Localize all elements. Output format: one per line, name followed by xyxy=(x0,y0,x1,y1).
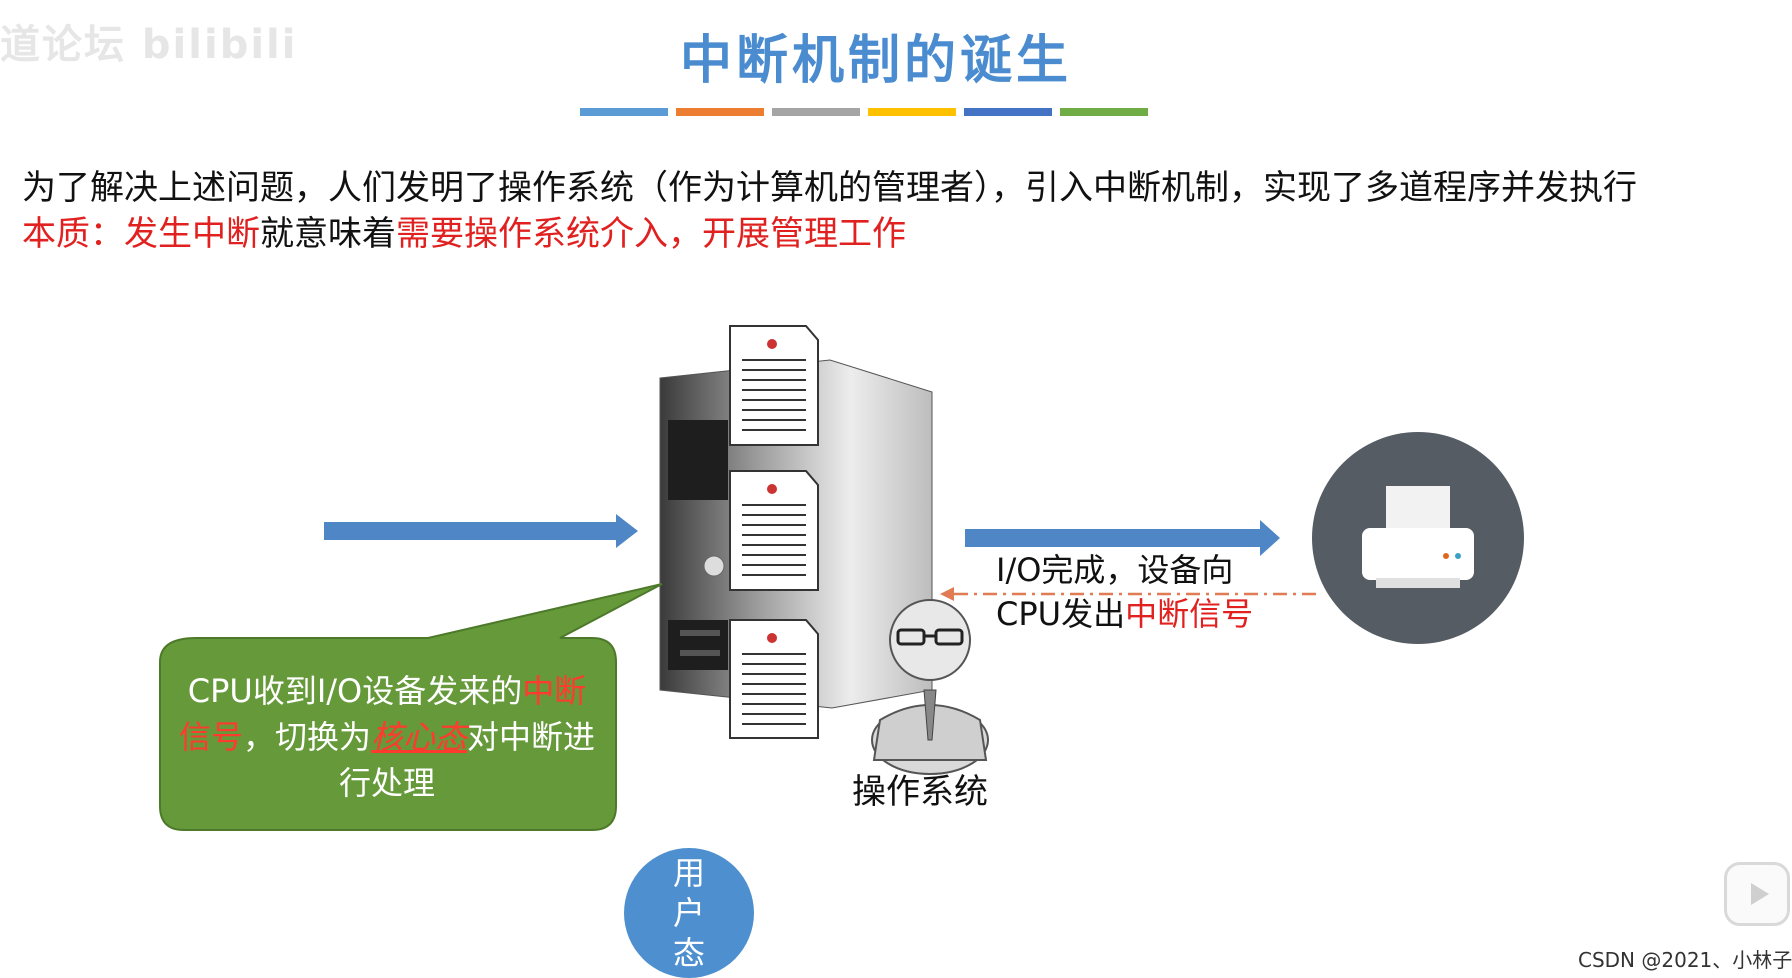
io-note-cpu: CPU发出 xyxy=(996,595,1126,633)
arrow-right-icon xyxy=(965,520,1280,556)
io-completion-note: I/O完成，设备向 CPU发出中断信号 xyxy=(996,548,1253,636)
user-mode-label: 用户态 xyxy=(672,854,705,972)
csdn-watermark: CSDN @2021、小林子 xyxy=(1578,948,1792,972)
body-line-2: 本质：发生中断就意味着需要操作系统介入，开展管理工作 xyxy=(22,206,906,255)
interrupt-signal-arrow xyxy=(940,587,1316,601)
arrow-right-icon xyxy=(324,514,638,548)
play-icon xyxy=(1751,883,1769,905)
slide-title: 中断机制的诞生 xyxy=(679,31,1072,91)
deco-bar xyxy=(580,108,668,116)
deco-bar xyxy=(1060,108,1148,116)
watermark: 道论坛 bilibili xyxy=(0,22,298,68)
callout-interrupt-signal: 中断信号 xyxy=(178,672,587,756)
io-note-line2: CPU发出中断信号 xyxy=(996,592,1253,636)
os-intervention-text: 需要操作系统介入，开展管理工作 xyxy=(396,214,906,254)
callout-bubble xyxy=(159,583,663,831)
callout-part5: 对中断进行处理 xyxy=(338,718,596,802)
callout-text: CPU收到I/O设备发来的中断信号，切换为核心态对中断进行处理 xyxy=(172,668,602,806)
essence-text: 本质：发生中断 xyxy=(22,214,260,254)
person-icon xyxy=(871,599,989,775)
deco-bar xyxy=(964,108,1052,116)
play-button[interactable] xyxy=(1724,862,1790,926)
deco-bar xyxy=(772,108,860,116)
io-note-line1: I/O完成，设备向 xyxy=(996,551,1234,589)
io-note-interrupt-signal: 中断信号 xyxy=(1125,595,1254,633)
callout-part3: ，切换为 xyxy=(242,718,371,756)
document-icon xyxy=(729,619,819,739)
callout-part1: CPU收到I/O设备发来的 xyxy=(187,672,523,710)
body-line-1: 为了解决上述问题，人们发明了操作系统（作为计算机的管理者），引入中断机制，实现了… xyxy=(22,168,1637,208)
means-text: 就意味着 xyxy=(260,214,396,254)
printer-icon xyxy=(1312,432,1524,644)
document-icon xyxy=(729,470,819,591)
document-icon xyxy=(729,325,819,446)
user-mode-circle: 用户态 xyxy=(624,848,754,978)
decorative-bars xyxy=(580,108,1148,116)
os-label: 操作系统 xyxy=(852,772,988,812)
deco-bar xyxy=(676,108,764,116)
deco-bar xyxy=(868,108,956,116)
callout-kernel-mode: 核心态 xyxy=(371,718,468,756)
